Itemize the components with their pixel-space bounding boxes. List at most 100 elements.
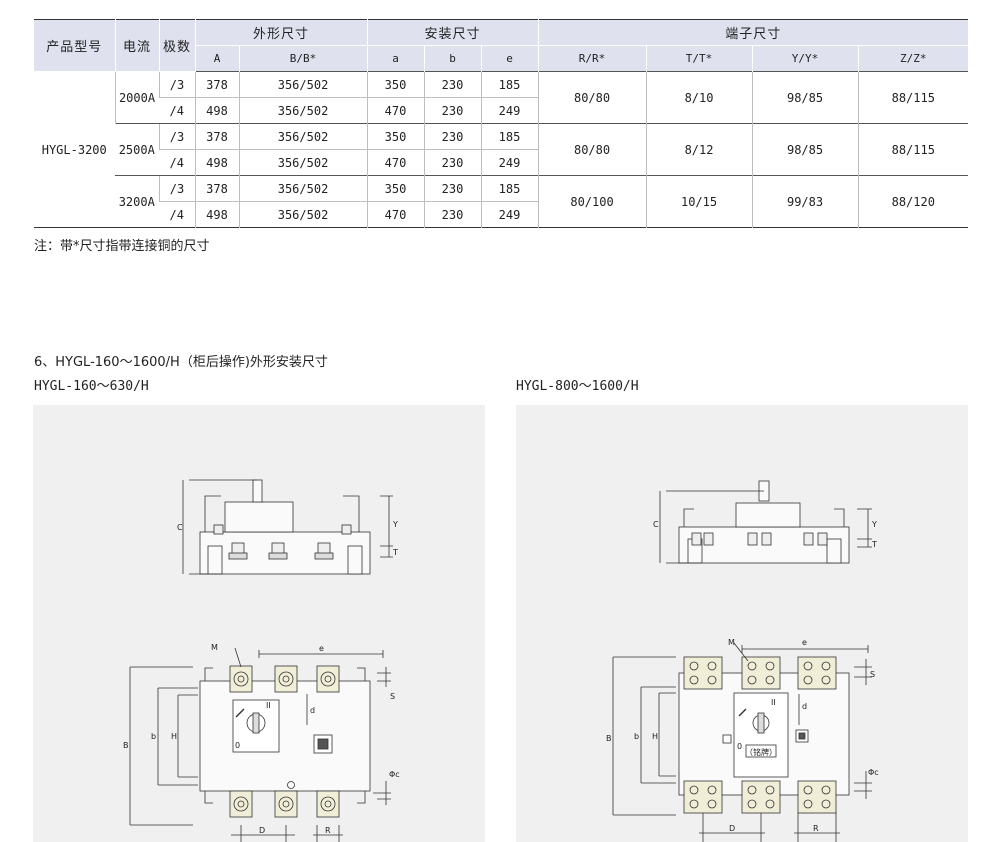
cell-T: 8/10 (645, 71, 753, 124)
table-header: 产品型号 电流 极数 外形尺寸 安装尺寸 端子尺寸 A B/B* a b e R… (34, 19, 969, 72)
header-model: 产品型号 (34, 19, 115, 72)
cell-B: 356/502 (238, 71, 368, 98)
cell-B: 356/502 (238, 201, 368, 228)
dim-label-H: H (171, 732, 177, 741)
header-poles: 极数 (158, 19, 195, 72)
cell-current: 2500A (115, 123, 159, 176)
cell-A: 498 (194, 149, 239, 176)
dim-label-d: d (310, 706, 315, 715)
spec-table: 产品型号 电流 极数 外形尺寸 安装尺寸 端子尺寸 A B/B* a b e R… (34, 19, 969, 228)
cell-a: 470 (366, 201, 425, 228)
cell-A: 498 (194, 201, 239, 228)
dim-label-d: d (802, 702, 807, 711)
dim-label-Y: Y (392, 520, 398, 529)
cell-b: 230 (423, 97, 482, 124)
diagram-right-title: HYGL-800～1600/H (516, 379, 639, 394)
diagram-left-drawing: C Y T M e d S B b H Φc D R II 0 (123, 479, 400, 842)
cell-poles: /4 (159, 201, 195, 228)
dim-label-b: b (634, 732, 639, 741)
header-B: B/B* (238, 45, 368, 72)
cell-a: 350 (366, 175, 425, 202)
header-a: a (366, 45, 425, 72)
header-current: 电流 (114, 19, 159, 72)
cell-a: 470 (366, 97, 425, 124)
cell-a: 350 (366, 123, 425, 150)
cell-current: 2000A (114, 71, 159, 124)
cell-T: 8/12 (645, 123, 753, 176)
header-T: T/T* (645, 45, 753, 72)
switch-off-mark: 0 (235, 741, 240, 750)
cell-poles: /3 (158, 123, 195, 150)
dim-label-C: C (177, 523, 183, 532)
diagram-right-drawing: C Y T M e d S B b H Φc D R II 0 （铭牌） (606, 480, 879, 842)
dim-label-b: b (151, 732, 156, 741)
header-R: R/R* (537, 45, 647, 72)
cell-poles: /4 (159, 97, 195, 124)
header-A: A (194, 45, 239, 72)
cell-b: 230 (423, 175, 482, 202)
terminal-holes (689, 661, 831, 809)
terminal-bolts-side (691, 532, 828, 546)
cell-e: 185 (480, 71, 539, 98)
cell-e: 249 (480, 97, 539, 124)
cell-Y: 98/85 (751, 123, 859, 176)
header-outline: 外形尺寸 (194, 19, 368, 46)
dim-label-B: B (606, 734, 612, 743)
cell-R: 80/100 (537, 175, 647, 228)
header-mounting: 安装尺寸 (366, 19, 539, 46)
diagram-left-panel: C Y T M e d S B b H Φc D R II 0 (33, 405, 485, 842)
cell-e: 185 (480, 123, 539, 150)
cell-b: 230 (423, 201, 482, 228)
diagram-left-title: HYGL-160～630/H (34, 379, 149, 394)
diagram-right-panel: C Y T M e d S B b H Φc D R II 0 （铭牌） (516, 405, 968, 842)
cell-A: 378 (194, 71, 239, 98)
dim-label-Y: Y (871, 520, 877, 529)
dim-label-R: R (325, 826, 331, 835)
front-view (612, 642, 872, 842)
cell-A: 378 (194, 123, 239, 150)
cell-e: 185 (480, 175, 539, 202)
switch-off-mark: 0 (737, 742, 742, 751)
cell-poles: /3 (158, 175, 195, 202)
table-row: HYGL-3200 2000A /3 378 356/502 350 230 1… (34, 71, 969, 228)
cell-A: 378 (194, 175, 239, 202)
cell-B: 356/502 (238, 149, 368, 176)
cell-model: HYGL-3200 (34, 71, 115, 228)
table-body: HYGL-3200 2000A /3 378 356/502 350 230 1… (34, 71, 969, 228)
cell-poles: /3 (158, 71, 195, 98)
dim-label-B: B (123, 741, 129, 750)
dim-label-S: S (870, 670, 875, 679)
cell-Y: 99/83 (751, 175, 859, 228)
header-e: e (480, 45, 539, 72)
dim-label-phic: Φc (389, 770, 400, 779)
cell-b: 230 (423, 123, 482, 150)
cell-B: 356/502 (238, 175, 368, 202)
table-row: /4 498 356/502 470 230 249 (34, 149, 968, 176)
cell-Y: 98/85 (751, 71, 859, 124)
header-Z: Z/Z* (857, 45, 969, 72)
cell-R: 80/80 (537, 123, 647, 176)
dim-label-phic: Φc (868, 768, 879, 777)
cell-Z: 88/115 (857, 123, 969, 176)
cell-e: 249 (480, 201, 539, 228)
cell-b: 230 (423, 71, 482, 98)
table-row: 3200A /3 378 356/502 350 230 185 80/100 … (34, 175, 969, 228)
cell-Z: 88/120 (857, 175, 969, 228)
section-title: 6、HYGL-160～1600/H（柜后操作)外形安装尺寸 (34, 355, 328, 370)
cell-Z: 88/115 (857, 71, 969, 124)
front-view (129, 647, 391, 842)
cell-B: 356/502 (238, 97, 368, 124)
header-terminal: 端子尺寸 (537, 19, 969, 46)
terminal-bolts-side (213, 524, 352, 560)
dim-label-e: e (802, 638, 807, 647)
dim-label-T: T (871, 540, 877, 549)
cell-a: 470 (366, 149, 425, 176)
dim-label-S: S (390, 692, 395, 701)
side-view (659, 480, 872, 564)
dim-label-M: M (211, 643, 218, 652)
cell-A: 498 (194, 97, 239, 124)
dim-label-M: M (728, 638, 735, 647)
table-row: 2500A /3 378 356/502 350 230 185 80/80 8… (34, 123, 969, 176)
dim-label-H: H (652, 732, 658, 741)
